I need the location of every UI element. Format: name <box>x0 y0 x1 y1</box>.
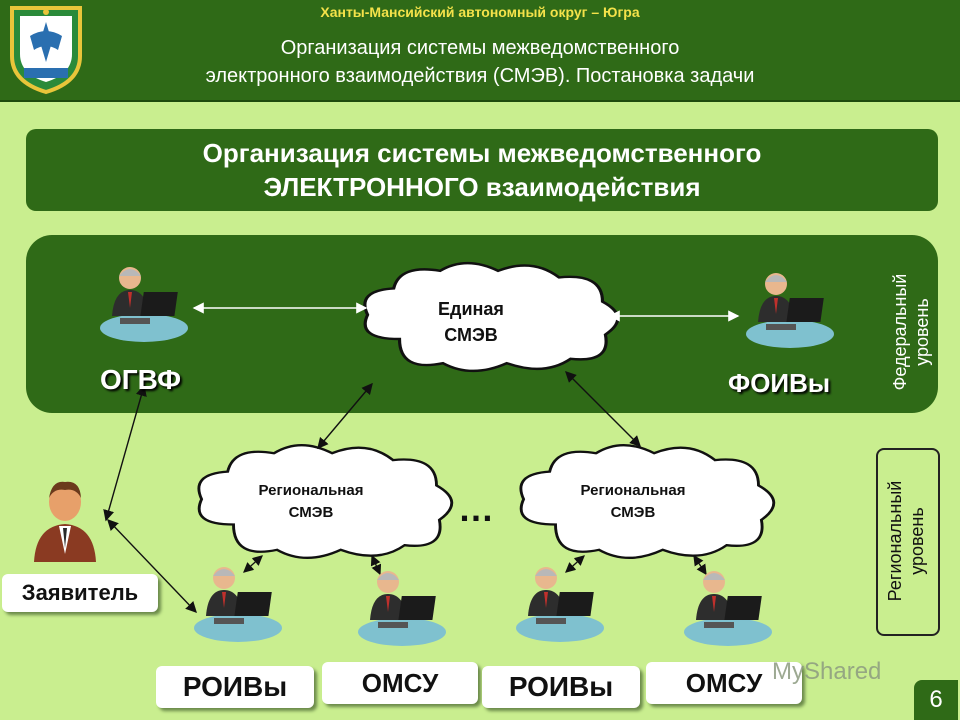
arrow-smev-regional-left <box>317 382 373 450</box>
roivy-chip-left: РОИВы <box>156 666 314 708</box>
arrow-applicant-roivy <box>107 518 197 614</box>
roivy-chip-right: РОИВы <box>482 666 640 708</box>
arrow-smev-regional-right <box>565 371 641 447</box>
officer-at-computer-icon <box>516 567 604 642</box>
arrow-regional-roivy-left <box>243 555 263 573</box>
officer-at-computer-icon <box>746 273 834 348</box>
arrow-regional-roivy-right <box>565 555 585 573</box>
coat-of-arms-icon <box>10 6 82 95</box>
applicant-chip: Заявитель <box>2 574 158 612</box>
officer-at-computer-icon <box>358 571 446 646</box>
unified-smev-label: Единая СМЭВ <box>396 296 546 348</box>
slide-title-line1: Организация системы межведомственного <box>280 37 680 59</box>
omsu-chip-left: ОМСУ <box>322 662 478 704</box>
slide-title: Организация системы межведомственного эл… <box>100 34 860 90</box>
page-number: 6 <box>914 680 958 720</box>
arrow-regional-omsu-right <box>693 554 707 576</box>
watermark: MyShared <box>772 658 882 685</box>
regional-smev-left-line2: СМЭВ <box>288 504 334 521</box>
officer-at-computer-icon <box>194 567 282 642</box>
unified-smev-line2: СМЭВ <box>444 325 498 345</box>
ellipsis: … <box>458 488 496 529</box>
topic-banner: Организация системы межведомственного ЭЛ… <box>26 129 938 211</box>
regional-smev-right-line1: Региональная <box>580 482 686 499</box>
arrow-regional-omsu-left <box>370 554 382 576</box>
ogvf-label: ОГВФ <box>100 364 182 395</box>
officer-at-computer-icon <box>100 267 188 342</box>
regional-smev-label-right: Региональная СМЭВ <box>548 480 718 524</box>
regional-smev-right-line2: СМЭВ <box>610 504 656 521</box>
regional-smev-left-line1: Региональная <box>258 482 364 499</box>
slide-title-line2: электронного взаимодействия (СМЭВ). Пост… <box>205 65 755 87</box>
banner-line1: Организация системы межведомственного <box>202 138 762 168</box>
omsu-chip-right: ОМСУ <box>646 662 802 704</box>
regional-level-box <box>876 448 940 636</box>
officer-at-computer-icon <box>684 571 772 646</box>
unified-smev-line1: Единая <box>438 299 504 319</box>
foivy-label: ФОИВы <box>728 368 831 398</box>
regional-smev-label-left: Региональная СМЭВ <box>226 480 396 524</box>
region-name: Ханты-Мансийский автономный округ – Югра <box>320 4 640 20</box>
banner-line2: ЭЛЕКТРОННОГО взаимодействия <box>263 172 701 202</box>
applicant-person-icon <box>34 481 96 562</box>
header-bar: Ханты-Мансийский автономный округ – Югра… <box>0 0 960 102</box>
arrow-applicant-ogvf <box>103 384 147 522</box>
